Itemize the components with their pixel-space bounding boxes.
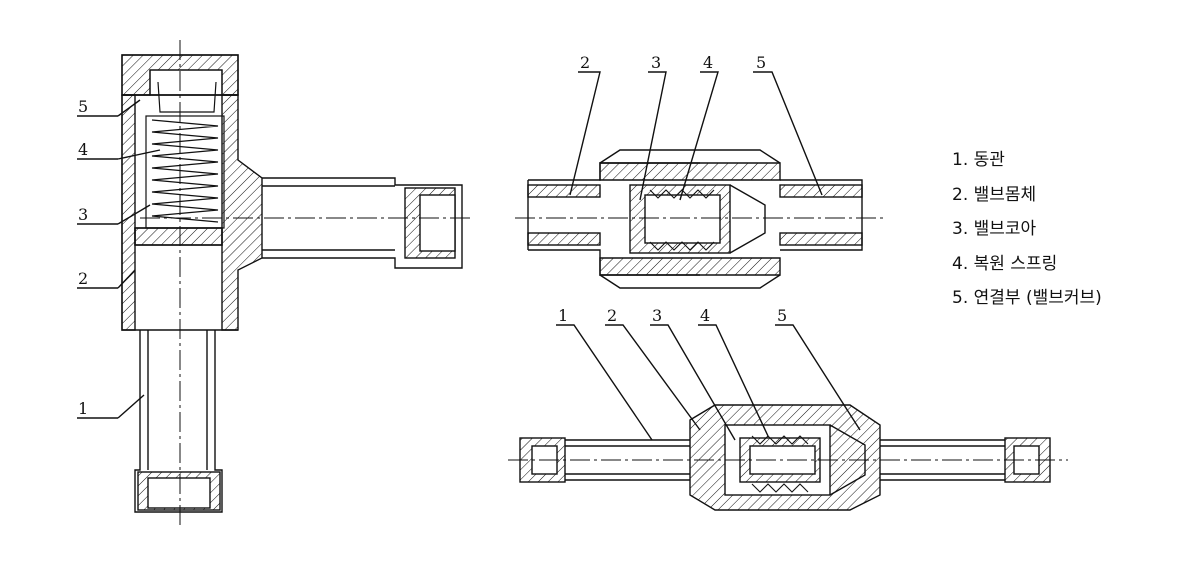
top-callout-3: 3 [651, 53, 661, 72]
left-callout-5: 5 [78, 97, 88, 116]
left-callout-3: 3 [78, 205, 88, 224]
top-callout-2: 2 [580, 53, 590, 72]
parts-legend: 1. 동관 2. 밸브몸체 3. 밸브코아 4. 복원 스프링 5. 연결부 (… [952, 143, 1182, 316]
legend-item-3: 3. 밸브코아 [952, 219, 1037, 239]
top-right-view [515, 71, 885, 289]
bottom-callout-4: 4 [700, 306, 710, 325]
legend-item-4: 4. 복원 스프링 [952, 253, 1058, 274]
left-callout-1: 1 [78, 399, 88, 418]
bottom-right-view [508, 324, 1068, 511]
bottom-callout-1: 1 [558, 306, 568, 325]
bottom-callout-3: 3 [652, 306, 662, 325]
left-view [77, 40, 470, 525]
bottom-callout-2: 2 [607, 306, 617, 325]
left-callout-2: 2 [78, 269, 88, 288]
left-callout-4: 4 [78, 140, 88, 159]
spring-left [145, 115, 225, 229]
top-callout-4: 4 [703, 53, 713, 72]
legend-item-5: 5. 연결부 (밸브커브) [952, 288, 1102, 308]
bottom-callout-5: 5 [777, 306, 787, 325]
top-callout-5: 5 [756, 53, 766, 72]
legend-item-2: 2. 밸브몸체 [952, 184, 1037, 205]
legend-item-1: 1. 동관 [952, 150, 1005, 170]
